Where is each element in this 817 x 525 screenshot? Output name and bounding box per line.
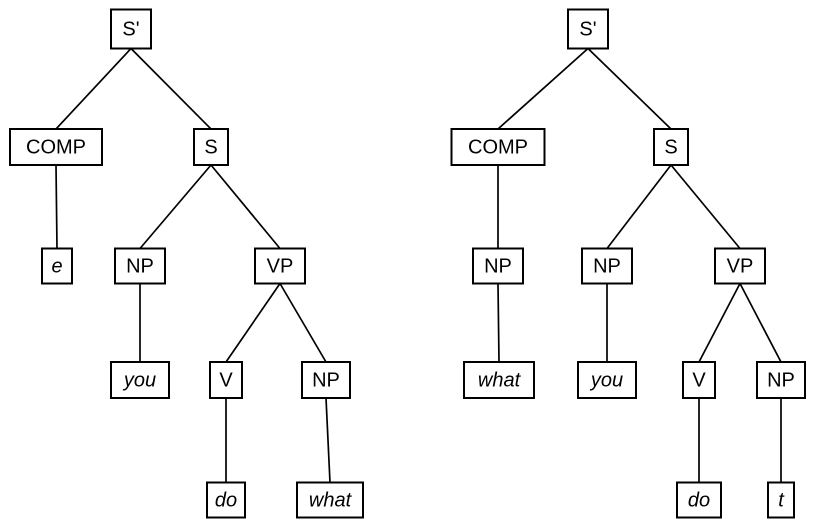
node-box xyxy=(296,481,364,519)
node-label: do xyxy=(688,489,710,511)
node-box xyxy=(567,8,609,50)
node-box xyxy=(653,128,689,166)
node-label: e xyxy=(51,255,62,277)
right-tree-edges xyxy=(497,47,782,483)
edges-layer xyxy=(55,47,782,483)
tree-edge-R-S-R-VP xyxy=(670,164,741,250)
tree-node-v[interactable]: V xyxy=(682,361,716,399)
tree-node-what[interactable]: what xyxy=(463,361,535,399)
node-box xyxy=(193,128,229,166)
node-label: VP xyxy=(727,255,754,277)
tree-edge-R-VP-R-V xyxy=(698,283,741,363)
tree-edge-L-S-L-NP1 xyxy=(139,164,212,250)
tree-edge-L-Sbar-L-S xyxy=(130,47,212,130)
node-box xyxy=(114,247,166,285)
tree-edge-R-NP0-R-what xyxy=(497,283,500,363)
tree-edge-L-VP-L-NP2 xyxy=(279,283,327,363)
tree-edge-R-VP-R-NP2 xyxy=(739,283,782,363)
node-box xyxy=(110,361,170,399)
node-box xyxy=(450,128,546,166)
tree-node-np[interactable]: NP xyxy=(756,361,806,399)
tree-edge-L-Sbar-L-COMP xyxy=(55,47,132,130)
node-label: S' xyxy=(579,18,596,40)
node-label: t xyxy=(778,489,785,511)
tree-node-you[interactable]: you xyxy=(577,361,637,399)
node-label: do xyxy=(215,489,237,511)
node-box xyxy=(301,361,351,399)
tree-node-s[interactable]: S xyxy=(193,128,229,166)
tree-node-do[interactable]: do xyxy=(206,481,246,519)
node-label: you xyxy=(122,369,156,391)
node-box xyxy=(110,8,152,50)
tree-edge-L-VP-L-V xyxy=(225,283,281,363)
node-box xyxy=(714,247,766,285)
tree-node-e[interactable]: e xyxy=(41,247,73,285)
node-box xyxy=(9,128,103,166)
node-label: S xyxy=(664,136,677,158)
node-label: what xyxy=(478,369,522,391)
node-label: VP xyxy=(267,255,294,277)
node-label: S xyxy=(204,136,217,158)
node-label: NP xyxy=(312,369,340,391)
tree-node-you[interactable]: you xyxy=(110,361,170,399)
tree-node-sbar[interactable]: S' xyxy=(110,8,152,50)
node-box xyxy=(682,361,716,399)
node-box xyxy=(209,361,243,399)
node-box xyxy=(767,481,795,519)
tree-node-sbar[interactable]: S' xyxy=(567,8,609,50)
node-label: what xyxy=(309,489,353,511)
tree-node-np[interactable]: NP xyxy=(581,247,633,285)
node-box xyxy=(472,247,524,285)
tree-edge-R-Sbar-R-S xyxy=(587,47,672,130)
tree-edge-L-NP2-L-what xyxy=(325,397,331,483)
tree-edge-R-Sbar-R-COMP xyxy=(497,47,589,130)
tree-node-s[interactable]: S xyxy=(653,128,689,166)
node-box xyxy=(756,361,806,399)
tree-node-np[interactable]: NP xyxy=(114,247,166,285)
tree-edge-R-S-R-NP1 xyxy=(606,164,672,250)
node-label: NP xyxy=(484,255,512,277)
node-box xyxy=(463,361,535,399)
tree-node-what[interactable]: what xyxy=(296,481,364,519)
node-box xyxy=(206,481,246,519)
tree-node-vp[interactable]: VP xyxy=(714,247,766,285)
node-label: NP xyxy=(767,369,795,391)
node-label: V xyxy=(219,369,233,391)
node-box xyxy=(577,361,637,399)
node-label: COMP xyxy=(468,136,528,158)
tree-edge-L-S-L-VP xyxy=(210,164,281,250)
tree-edge-L-COMP-L-e xyxy=(55,164,58,249)
tree-node-comp[interactable]: COMP xyxy=(9,128,103,166)
right-tree-nodes: S' COMP S NP NP VP what you V NP do t xyxy=(450,8,806,519)
node-box xyxy=(254,247,306,285)
node-label: V xyxy=(692,369,706,391)
node-box xyxy=(676,481,722,519)
node-label: you xyxy=(589,369,623,391)
node-label: NP xyxy=(126,255,154,277)
node-box xyxy=(581,247,633,285)
tree-node-np[interactable]: NP xyxy=(472,247,524,285)
tree-node-t[interactable]: t xyxy=(767,481,795,519)
tree-node-v[interactable]: V xyxy=(209,361,243,399)
node-label: S' xyxy=(122,18,139,40)
tree-node-vp[interactable]: VP xyxy=(254,247,306,285)
tree-node-np[interactable]: NP xyxy=(301,361,351,399)
left-tree-edges xyxy=(55,47,331,483)
tree-node-comp[interactable]: COMP xyxy=(450,128,546,166)
node-label: NP xyxy=(593,255,621,277)
node-box xyxy=(41,247,73,285)
tree-node-do[interactable]: do xyxy=(676,481,722,519)
node-label: COMP xyxy=(26,136,86,158)
